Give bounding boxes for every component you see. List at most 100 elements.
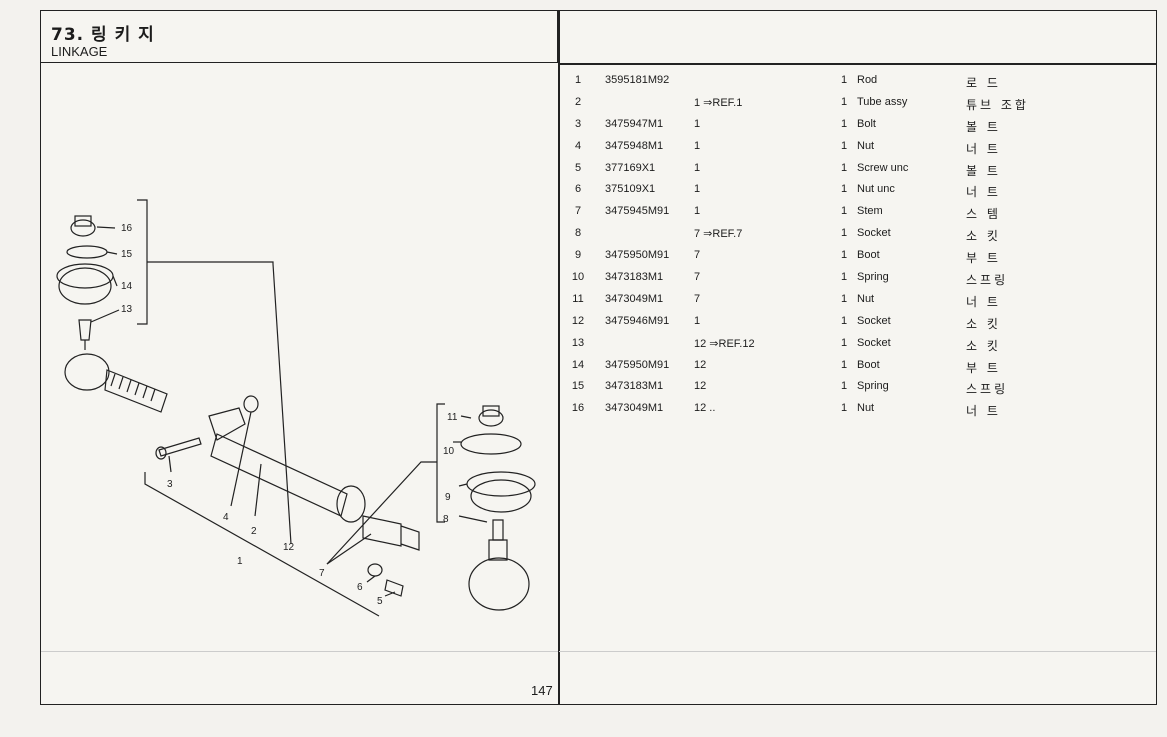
quantity: 1 bbox=[841, 358, 848, 371]
item-number: 12 bbox=[571, 314, 585, 327]
item-number: 16 bbox=[571, 402, 585, 415]
callout-13: 13 bbox=[121, 304, 133, 315]
description: Spring bbox=[857, 271, 889, 284]
reference: 12 .. bbox=[694, 402, 716, 415]
reference: 12 bbox=[694, 358, 707, 371]
reference: 7 ⇒REF.7 bbox=[694, 228, 743, 241]
quantity: 1 bbox=[841, 183, 848, 196]
callout-11: 11 bbox=[447, 412, 458, 423]
part-number: 3473183M1 bbox=[605, 380, 664, 393]
description: Nut bbox=[857, 292, 875, 305]
description: Tube assy bbox=[857, 95, 908, 108]
part-number: 3475948M1 bbox=[605, 139, 664, 152]
quantity: 1 bbox=[841, 205, 848, 218]
callout-15: 15 bbox=[121, 249, 133, 260]
part-number: 3473183M1 bbox=[605, 271, 664, 284]
item-number: 9 bbox=[574, 249, 582, 262]
quantity: 1 bbox=[841, 95, 848, 108]
reference: 1 bbox=[694, 139, 701, 152]
korean-name: 볼 트 bbox=[966, 119, 1001, 134]
reference: 1 bbox=[694, 161, 701, 174]
description: Spring bbox=[857, 380, 889, 393]
callout-10: 10 bbox=[443, 446, 455, 457]
korean-name: 소 킷 bbox=[966, 229, 1001, 244]
korean-name: 스 템 bbox=[966, 207, 1001, 222]
item-number: 8 bbox=[574, 227, 582, 240]
korean-name: 볼 트 bbox=[966, 163, 1001, 178]
reference: 7 bbox=[694, 292, 701, 305]
page-subtitle: LINKAGE bbox=[51, 44, 108, 59]
quantity: 1 bbox=[841, 402, 848, 415]
item-number: 2 bbox=[574, 95, 582, 108]
quantity: 1 bbox=[841, 336, 848, 349]
description: Socket bbox=[857, 227, 891, 240]
part-number: 3473049M1 bbox=[605, 402, 664, 415]
korean-name: 너 트 bbox=[966, 141, 1001, 156]
item-number: 6 bbox=[574, 183, 582, 196]
reference: 1 bbox=[694, 205, 701, 218]
callout-6: 6 bbox=[357, 582, 363, 593]
korean-name: 부 트 bbox=[966, 251, 1001, 266]
reference: 1 bbox=[694, 183, 701, 196]
item-number: 13 bbox=[571, 336, 585, 349]
callout-8: 8 bbox=[443, 514, 449, 525]
reference: 1 ⇒REF.1 bbox=[694, 96, 743, 109]
description: Socket bbox=[857, 336, 891, 349]
item-number: 15 bbox=[571, 380, 585, 393]
reference: 12 ⇒REF.12 bbox=[694, 337, 755, 350]
bleed-rule-left bbox=[41, 651, 558, 652]
korean-name: 소 킷 bbox=[966, 316, 1001, 331]
description: Bolt bbox=[857, 117, 876, 130]
part-number: 3595181M92 bbox=[605, 74, 670, 86]
item-number: 4 bbox=[574, 139, 582, 152]
callout-1: 1 bbox=[237, 556, 243, 567]
callout-5: 5 bbox=[377, 596, 383, 607]
korean-name: 너 트 bbox=[966, 185, 1001, 200]
callout-9: 9 bbox=[445, 492, 451, 503]
reference: 12 bbox=[694, 380, 707, 393]
quantity: 1 bbox=[841, 314, 848, 327]
reference: 1 bbox=[694, 314, 701, 327]
description: Nut bbox=[857, 139, 875, 152]
item-number: 11 bbox=[572, 292, 584, 305]
callout-12: 12 bbox=[283, 542, 295, 553]
korean-name: 부 트 bbox=[966, 360, 1001, 375]
linkage-exploded-diagram: 16 15 14 13 3 4 2 12 1 11 10 9 8 7 6 5 bbox=[56, 199, 536, 617]
page-number: 147 bbox=[531, 683, 553, 698]
part-number: 3473049M1 bbox=[605, 292, 664, 305]
quantity: 1 bbox=[841, 117, 848, 130]
korean-name: 스프링 bbox=[966, 273, 1009, 288]
description: Socket bbox=[857, 314, 891, 327]
callout-2: 2 bbox=[251, 526, 257, 537]
reference: 7 bbox=[694, 271, 701, 284]
bleed-rule-right bbox=[559, 651, 1156, 652]
callout-14: 14 bbox=[121, 281, 133, 292]
item-number: 1 bbox=[574, 74, 582, 86]
part-number: 377169X1 bbox=[605, 161, 656, 174]
quantity: 1 bbox=[841, 271, 848, 284]
description: Screw unc bbox=[857, 161, 909, 174]
table-row: 13 12 ⇒REF.12 1 Socket 소 킷 bbox=[563, 334, 1153, 356]
part-number: 3475947M1 bbox=[605, 117, 664, 130]
callout-3: 3 bbox=[167, 479, 173, 490]
part-number: 3475945M91 bbox=[605, 205, 670, 218]
item-number: 5 bbox=[574, 161, 582, 174]
korean-name: 소 킷 bbox=[966, 338, 1001, 353]
item-number: 3 bbox=[574, 117, 582, 130]
description: Boot bbox=[857, 358, 880, 371]
quantity: 1 bbox=[841, 227, 848, 240]
callout-4: 4 bbox=[223, 512, 229, 523]
korean-name: 로 드 bbox=[966, 76, 1001, 90]
